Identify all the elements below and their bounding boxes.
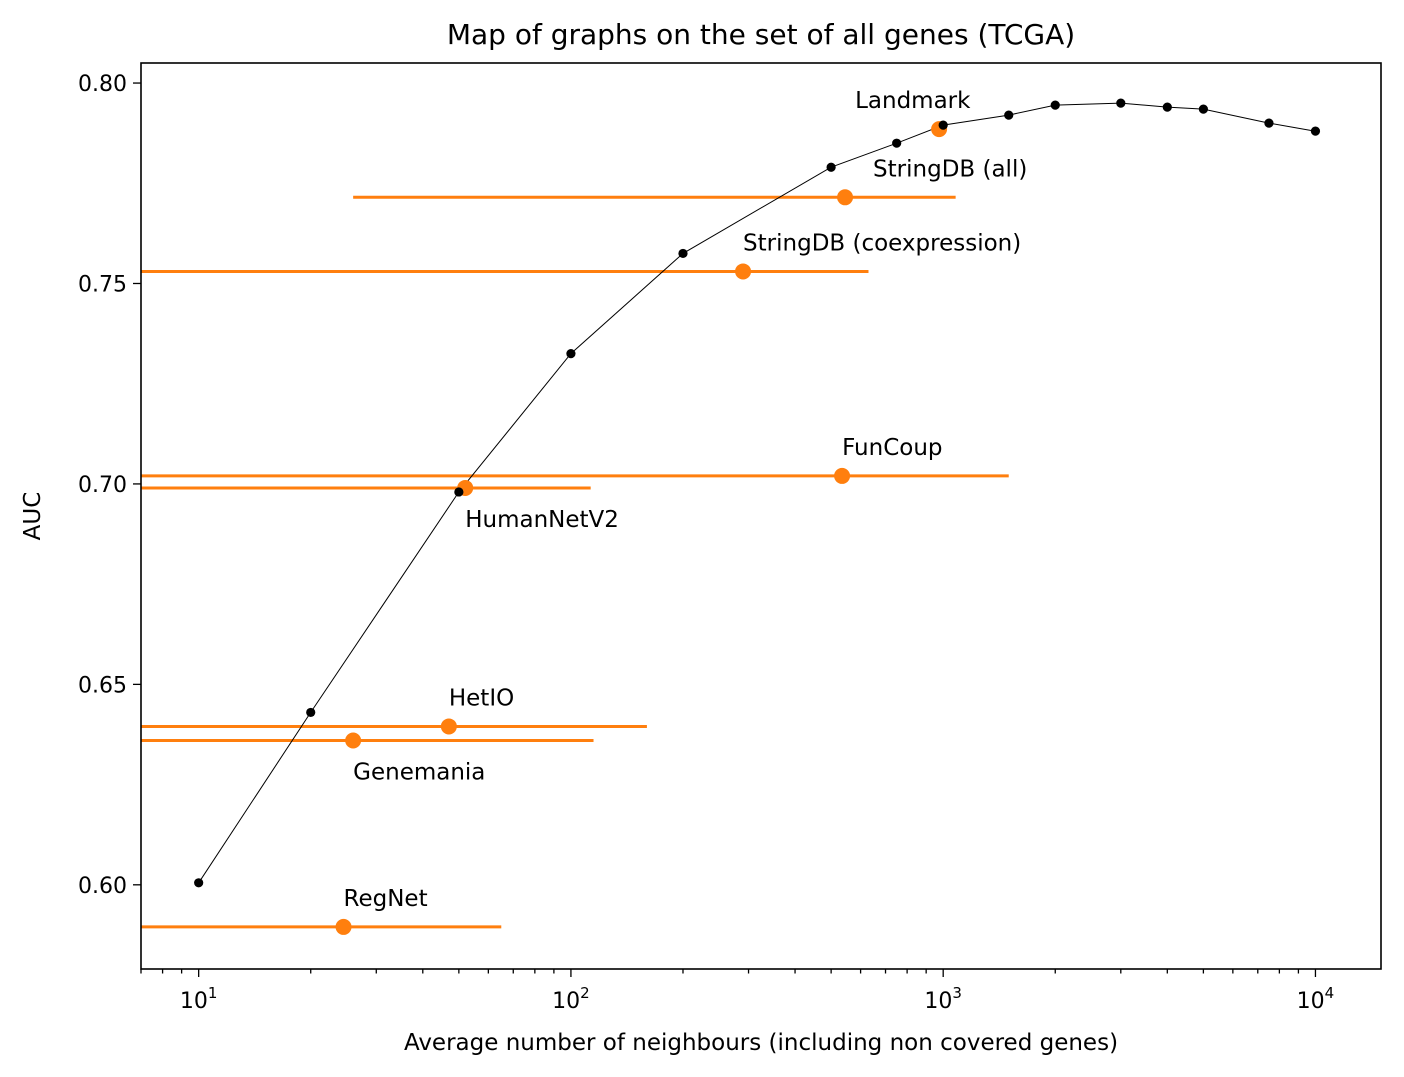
graph-label: FunCoup bbox=[842, 435, 942, 461]
x-tick-exponent: 4 bbox=[1325, 984, 1335, 1002]
plot-frame bbox=[140, 62, 1382, 970]
x-tick-label: 101 bbox=[180, 984, 218, 1014]
x-tick-base: 10 bbox=[1297, 989, 1325, 1014]
x-tick-exponent: 2 bbox=[580, 984, 590, 1002]
curve-point bbox=[1050, 100, 1060, 110]
y-tick-label: 0.60 bbox=[78, 874, 127, 899]
curve-point bbox=[1310, 126, 1321, 136]
curve-point bbox=[306, 707, 316, 718]
x-tick-label: 104 bbox=[1297, 984, 1335, 1014]
curve-point bbox=[826, 162, 836, 172]
y-tick-label: 0.75 bbox=[78, 272, 127, 297]
graph-label: Landmark bbox=[855, 88, 971, 114]
x-tick-base: 10 bbox=[924, 989, 952, 1014]
graph-point bbox=[335, 918, 352, 935]
graph-point bbox=[440, 718, 457, 735]
graph-point bbox=[345, 732, 362, 749]
y-axis: 0.60 0.65 0.70 0.75 0.80 bbox=[78, 72, 141, 899]
curve-point bbox=[1264, 118, 1274, 128]
x-tick-base: 10 bbox=[552, 989, 580, 1014]
x-tick-base: 10 bbox=[180, 989, 208, 1014]
graph-label: StringDB (coexpression) bbox=[743, 230, 1021, 256]
curve-point bbox=[566, 349, 576, 359]
curve-point bbox=[454, 487, 464, 497]
curve-point bbox=[678, 248, 688, 259]
graph-label: HetIO bbox=[449, 685, 514, 711]
graph-point bbox=[834, 467, 851, 484]
curve-point bbox=[1198, 104, 1208, 114]
y-axis-label: AUC bbox=[20, 492, 46, 541]
graph-label: StringDB (all) bbox=[873, 156, 1027, 182]
x-tick-label: 102 bbox=[552, 984, 590, 1014]
graph-point bbox=[837, 189, 854, 206]
chart-title: Map of graphs on the set of all genes (T… bbox=[447, 18, 1075, 51]
graph-label: RegNet bbox=[344, 886, 428, 912]
graph-label: Genemania bbox=[353, 759, 485, 785]
curve-point bbox=[1004, 110, 1014, 120]
graph-point bbox=[735, 263, 752, 280]
curve-point bbox=[892, 138, 902, 148]
curve-point bbox=[194, 878, 204, 888]
y-tick-label: 0.70 bbox=[78, 473, 127, 498]
x-tick-exponent: 3 bbox=[952, 984, 962, 1002]
x-tick-exponent: 1 bbox=[208, 984, 218, 1002]
x-axis-label: Average number of neighbours (including … bbox=[404, 1030, 1118, 1056]
graph-label: HumanNetV2 bbox=[465, 507, 619, 533]
y-tick-label: 0.80 bbox=[78, 72, 127, 97]
x-tick-label: 103 bbox=[924, 984, 962, 1014]
curve-point bbox=[938, 120, 948, 130]
y-tick-label: 0.65 bbox=[78, 673, 127, 698]
curve-point bbox=[1162, 102, 1172, 112]
curve-point bbox=[1116, 98, 1126, 108]
